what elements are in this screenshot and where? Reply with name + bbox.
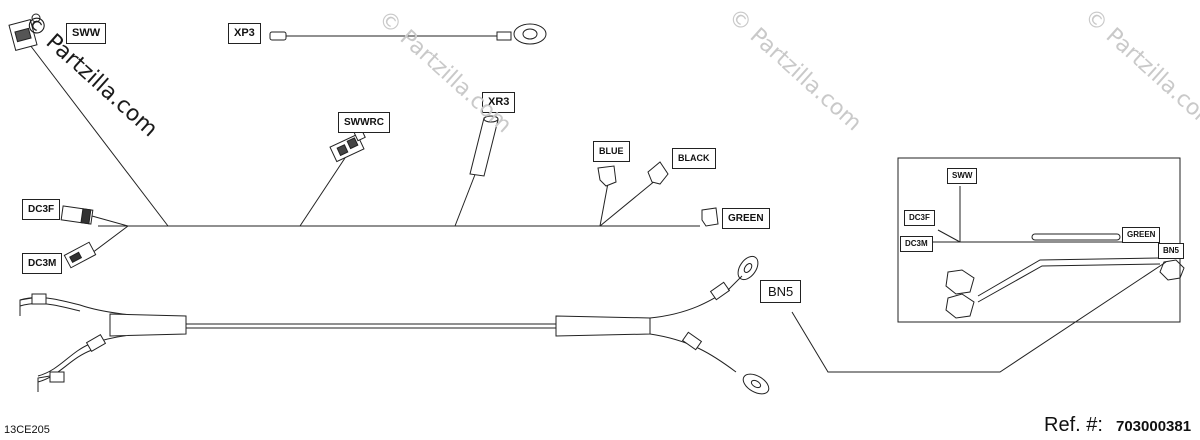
swwrc-branch bbox=[299, 157, 346, 227]
xr3-tube-shape bbox=[469, 115, 499, 177]
label-blue: BLUE bbox=[593, 141, 630, 162]
label-xp3: XP3 bbox=[228, 23, 261, 44]
dc3m-branch bbox=[87, 225, 129, 257]
ref-label: Ref. #: bbox=[1044, 414, 1103, 436]
diagram-code: 13CE205 bbox=[4, 424, 50, 436]
inset-label-bn5: BN5 bbox=[1158, 243, 1185, 259]
inset-label-green: GREEN bbox=[1122, 227, 1161, 243]
inset-label-dc3m: DC3M bbox=[900, 236, 933, 252]
green-terminal-shape bbox=[701, 207, 719, 227]
dc3f-connector-shape bbox=[60, 205, 94, 225]
label-dc3m: DC3M bbox=[22, 253, 63, 274]
blue-branch bbox=[599, 182, 609, 227]
label-swwrc: SWWRC bbox=[338, 112, 390, 133]
label-black: BLACK bbox=[672, 148, 716, 169]
inset-frame bbox=[897, 157, 1185, 323]
black-branch bbox=[599, 179, 657, 227]
battery-cable bbox=[19, 255, 770, 395]
label-green: GREEN bbox=[722, 208, 770, 229]
swwrc-connector-shape bbox=[329, 127, 366, 163]
xr3-branch bbox=[454, 171, 477, 227]
label-sww: SWW bbox=[66, 23, 107, 44]
dc3f-branch bbox=[91, 215, 129, 227]
xp3-terminals bbox=[269, 23, 547, 45]
inset-label-sww: SWW bbox=[947, 168, 978, 184]
label-dc3f: DC3F bbox=[22, 199, 61, 220]
black-terminal-shape bbox=[647, 161, 669, 185]
sww-connector-shape bbox=[8, 13, 41, 52]
sww-branch bbox=[29, 44, 169, 227]
label-bn5: BN5 bbox=[760, 280, 802, 303]
label-xr3: XR3 bbox=[482, 92, 516, 113]
dc3m-connector-shape bbox=[63, 241, 97, 269]
blue-terminal-shape bbox=[597, 165, 617, 187]
bn5-pointer-line bbox=[791, 261, 1167, 373]
inset-label-dc3f: DC3F bbox=[904, 210, 935, 226]
ref-number: 703000381 bbox=[1116, 418, 1192, 435]
